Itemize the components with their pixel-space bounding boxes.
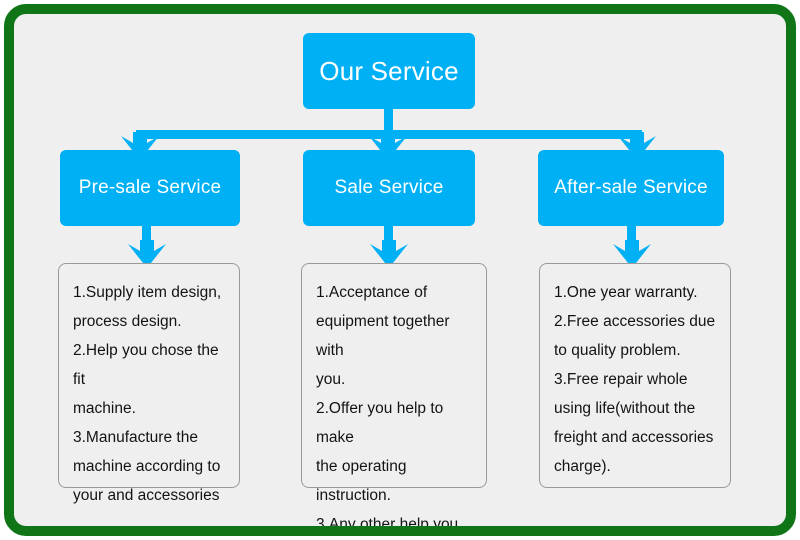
- arrow-down-icon-root-to-presale: [121, 132, 159, 160]
- arrow-down-icon-sale-to-details: [370, 240, 408, 268]
- arrow-down-icon-aftersale-to-details: [613, 240, 651, 268]
- arrow-down-icon-presale-to-details: [128, 240, 166, 268]
- details-text-after-sale: 1.One year warranty. 2.Free accessories …: [554, 284, 716, 475]
- node-sale-service-label: Sale Service: [334, 177, 444, 198]
- node-sale-service[interactable]: Sale Service: [303, 150, 475, 226]
- node-after-sale-service[interactable]: After-sale Service: [538, 150, 724, 226]
- connector-aftersale-stem: [627, 226, 636, 244]
- node-pre-sale-service[interactable]: Pre-sale Service: [60, 150, 240, 226]
- node-our-service[interactable]: Our Service: [303, 33, 475, 109]
- node-our-service-label: Our Service: [319, 55, 459, 86]
- arrow-down-icon-root-to-aftersale: [618, 132, 656, 160]
- connector-presale-stem: [142, 226, 151, 244]
- diagram-canvas: Our Service Pre-sale Service Sale Se: [14, 14, 786, 526]
- connector-sale-stem: [384, 226, 393, 244]
- details-box-sale: 1.Acceptance of equipment together with …: [301, 263, 487, 526]
- node-after-sale-service-label: After-sale Service: [554, 177, 708, 198]
- details-text-sale: 1.Acceptance of equipment together with …: [316, 284, 459, 526]
- connector-root-stem: [384, 109, 393, 144]
- arrow-down-icon-root-to-sale: [369, 132, 407, 160]
- details-text-pre-sale: 1.Supply item design, process design. 2.…: [73, 284, 222, 504]
- details-box-pre-sale: 1.Supply item design, process design. 2.…: [58, 263, 240, 504]
- node-pre-sale-service-label: Pre-sale Service: [78, 177, 222, 198]
- details-box-after-sale: 1.One year warranty. 2.Free accessories …: [539, 263, 731, 488]
